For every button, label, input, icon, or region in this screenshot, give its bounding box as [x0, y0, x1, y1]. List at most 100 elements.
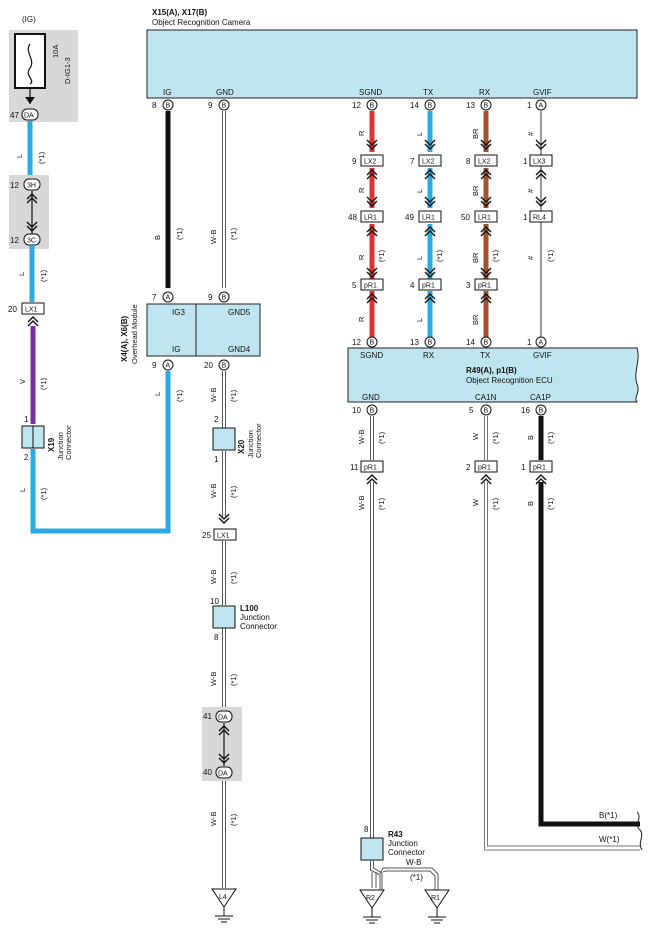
ecu-pin-gvif-name: GVIF	[533, 351, 552, 360]
r43-junction: 8 R43 Junction Connector	[360, 825, 425, 861]
lr1-sgnd-num: 48	[348, 213, 357, 222]
ecu-pin-sgnd-num: 12	[352, 338, 361, 347]
x20-pin-top: 2	[214, 415, 219, 424]
cam-pin-conn-gvif: A	[539, 103, 544, 110]
pr1-tx-num: 4	[410, 281, 415, 290]
cam-pin-name-gvif: GVIF	[533, 88, 552, 97]
da-41: 41 DA	[203, 710, 233, 723]
sgnd-color-4: R	[357, 316, 366, 322]
fuse-pin-conn: DA	[24, 113, 34, 120]
pr1-tx-conn: pR1	[422, 283, 435, 290]
ecu-pr1-ca1n-conn: pR1	[478, 465, 491, 472]
x19-pin-bot: 2	[24, 453, 29, 462]
ecu-gnd-wire	[370, 416, 374, 838]
overhead-pin-gnd4-conn: B	[222, 363, 227, 370]
x20-pin-bot: 1	[214, 455, 219, 464]
x19-pin-top: 1	[24, 415, 29, 424]
ecu-pin-ca1p-num: 16	[521, 406, 530, 415]
lx2-sgnd-num: 9	[352, 157, 357, 166]
pr1-rx-num: 3	[466, 281, 471, 290]
ecu-b-out-label: B(*1)	[599, 811, 618, 820]
overhead-pin-ig-num: 9	[152, 361, 157, 370]
gnd-wire-shield-3: (*1)	[229, 485, 238, 498]
ecu-pin-gnd-num: 10	[352, 406, 361, 415]
ecu-pin-tx-name: TX	[480, 351, 491, 360]
ecu-pr1-ca1p-conn: pR1	[533, 465, 546, 472]
ecu-pr1-gnd-conn: pR1	[364, 465, 377, 472]
gnd-wire-color-5: W-B	[209, 672, 218, 686]
rl4-gvif-conn: RL4	[533, 215, 546, 222]
cam-pin-conn-sgnd: B	[370, 103, 375, 110]
rl4-gvif-num: 1	[523, 213, 528, 222]
ecu-ca1n-color-2: W	[471, 498, 480, 506]
gvif-color-2: #	[526, 188, 535, 193]
da-41-conn: DA	[218, 715, 228, 722]
ecu-pin-gvif-num: 1	[527, 338, 532, 347]
left-wire-shield-1: (*1)	[37, 151, 46, 164]
ecu-pin-ca1p-name: CA1P	[530, 393, 551, 402]
ecu-ca1p-shield-1: (*1)	[546, 431, 555, 444]
gvif-shield: (*1)	[546, 249, 555, 262]
gvif-color-1: #	[526, 131, 535, 136]
lx1-gnd: 25 LX1	[202, 528, 237, 541]
ecu-pin-ca1n-name: CA1N	[475, 393, 497, 402]
cam-pin-num-rx: 13	[466, 101, 475, 110]
cam-pin-name-tx: TX	[423, 88, 434, 97]
ecu-pin-tx-num: 14	[466, 338, 475, 347]
r43-pin-top: 8	[364, 825, 369, 834]
fuse-name: D-IG1-3	[63, 57, 72, 84]
overhead-pin-ig-name: IG	[172, 345, 180, 354]
jc-3h-num: 12	[10, 181, 19, 190]
pr1-sgnd-conn: pR1	[364, 283, 377, 290]
cam-pin-name-rx: RX	[479, 88, 491, 97]
x19-junction: 1 2 X19 Junction Connector	[21, 415, 73, 462]
lr1-row: 48 LR1 49 LR1 50 LR1 1 RL4	[348, 210, 553, 223]
pr1-sgnd-num: 5	[352, 281, 357, 290]
da-40-num: 40	[203, 768, 212, 777]
lr1-sgnd-conn: LR1	[364, 215, 377, 222]
cam-pin-tx: 14 B	[410, 99, 436, 111]
sgnd-shield: (*1)	[377, 249, 386, 262]
ecu-ca1p-wire	[538, 416, 640, 827]
ecu-ca1p-color-2: B	[526, 501, 535, 506]
ecu-pin-ca1n-num: 5	[469, 406, 474, 415]
x19-desc2: Connector	[64, 425, 73, 460]
lr1-rx-conn: LR1	[478, 215, 491, 222]
lr1-tx-num: 49	[405, 213, 414, 222]
gnd-wire-color-6: W-B	[209, 812, 218, 826]
gvif-color-3: #	[526, 255, 535, 260]
x20-name: X20	[237, 439, 246, 454]
rx-color-2: BR	[471, 185, 480, 196]
left-wire-shield-2: (*1)	[39, 269, 48, 282]
ecu-ca1n-shield-2: (*1)	[491, 497, 500, 510]
fuse-icon	[14, 33, 46, 89]
ecu-title: R49(A), p1(B)	[466, 366, 517, 375]
ecu-ca1p-color-1: B	[526, 435, 535, 440]
pr1-rx-conn: pR1	[478, 283, 491, 290]
camera-title: X15(A), X17(B)	[152, 8, 207, 17]
fuse-pin: 47 DA	[10, 108, 39, 121]
ecu-gnd-shield-1: (*1)	[377, 431, 386, 444]
ig-wire-shield: (*1)	[175, 227, 184, 240]
overhead-pin-ig: 9 A	[152, 359, 174, 371]
lx3-gvif-conn: LX3	[533, 159, 546, 166]
jc-3c-num: 12	[10, 236, 19, 245]
cam-pin-sgnd: 12 B	[352, 99, 378, 111]
sgnd-color-3: R	[357, 254, 366, 260]
lx2-sgnd-conn: LX2	[364, 159, 377, 166]
gnd-wire-shield-1: (*1)	[229, 227, 238, 240]
overhead-pin-ig3-name: IG3	[172, 308, 185, 317]
lx2-rx-conn: LX2	[478, 159, 491, 166]
ecu-pin-gnd-name: GND	[362, 393, 380, 402]
gnd-wire-shield-2: (*1)	[229, 389, 238, 402]
l100-pin-bot: 8	[214, 633, 219, 642]
rx-color-4: BR	[471, 314, 480, 325]
ecu-ca1n-wire	[484, 416, 640, 851]
overhead-subtitle: Overhead Module	[130, 304, 139, 364]
ig-wire-color-bottom: L	[153, 392, 162, 396]
overhead-pin-gnd5-conn: B	[222, 295, 227, 302]
l100-junction: 10 8 L100 Junction Connector	[210, 597, 277, 642]
r43-link-shield: (*1)	[410, 873, 423, 882]
ecu-pin-sgnd-conn: B	[370, 340, 375, 347]
